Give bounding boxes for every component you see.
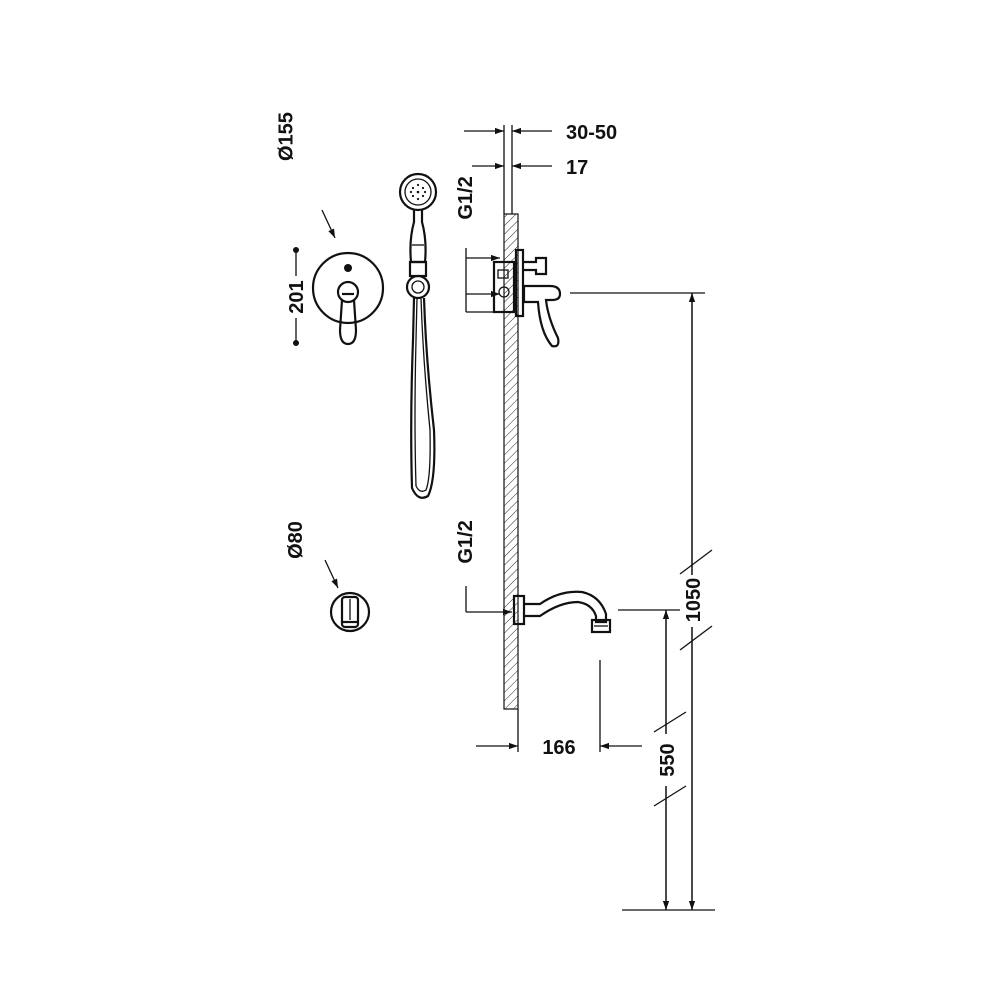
dimension-dot-bottom	[293, 340, 299, 346]
shower-hose	[410, 297, 436, 499]
plate-offset-label: 17	[566, 157, 588, 179]
plate-diameter-label: Ø155	[276, 112, 298, 161]
spout-diameter-leader	[324, 559, 339, 589]
mixer-cover-plate	[311, 251, 385, 325]
cover-plate-side	[514, 248, 525, 318]
plate-height-label: 201	[286, 280, 308, 313]
spout-projection-label: 166	[542, 737, 575, 759]
wall-hatching	[503, 213, 519, 710]
lever-side	[522, 284, 562, 348]
mixer-height-label: 1050	[683, 578, 705, 623]
plate-diameter-leader	[321, 209, 336, 239]
spout-body	[524, 590, 608, 624]
height-dimensions: 1050 550	[570, 292, 715, 911]
depth-range-label: 30-50	[566, 122, 617, 144]
spout-projection-dimension: 166	[476, 660, 642, 759]
concealed-body	[492, 260, 516, 314]
hand-shower-assembly	[398, 172, 438, 499]
mixer-side-section: G1/2	[455, 176, 562, 348]
lever-handle	[338, 299, 358, 346]
shower-head	[398, 172, 438, 212]
spout-rosette-side	[512, 594, 526, 626]
spout-rosette-front-view: Ø80	[285, 521, 371, 633]
mixer-plate-front-view: 201 Ø155	[276, 112, 385, 346]
spout-height-label: 550	[657, 743, 679, 776]
diverter-knob-side	[524, 256, 548, 276]
shower-handle	[409, 210, 427, 264]
shower-holder	[405, 274, 431, 300]
spout-rosette	[329, 591, 371, 633]
dimension-dot-top	[293, 247, 299, 253]
spout-plate-diameter-label: Ø80	[285, 521, 307, 559]
thread-top-label: G1/2	[455, 176, 477, 219]
diverter-knob-icon	[344, 264, 352, 272]
spout-outlet	[590, 618, 612, 634]
spout-side-section: G1/2	[455, 520, 612, 634]
depth-dimensions: 30-50 17	[464, 122, 617, 179]
lever-hub	[336, 280, 360, 304]
wall-section	[503, 125, 519, 710]
thread-bottom-label: G1/2	[455, 520, 477, 563]
